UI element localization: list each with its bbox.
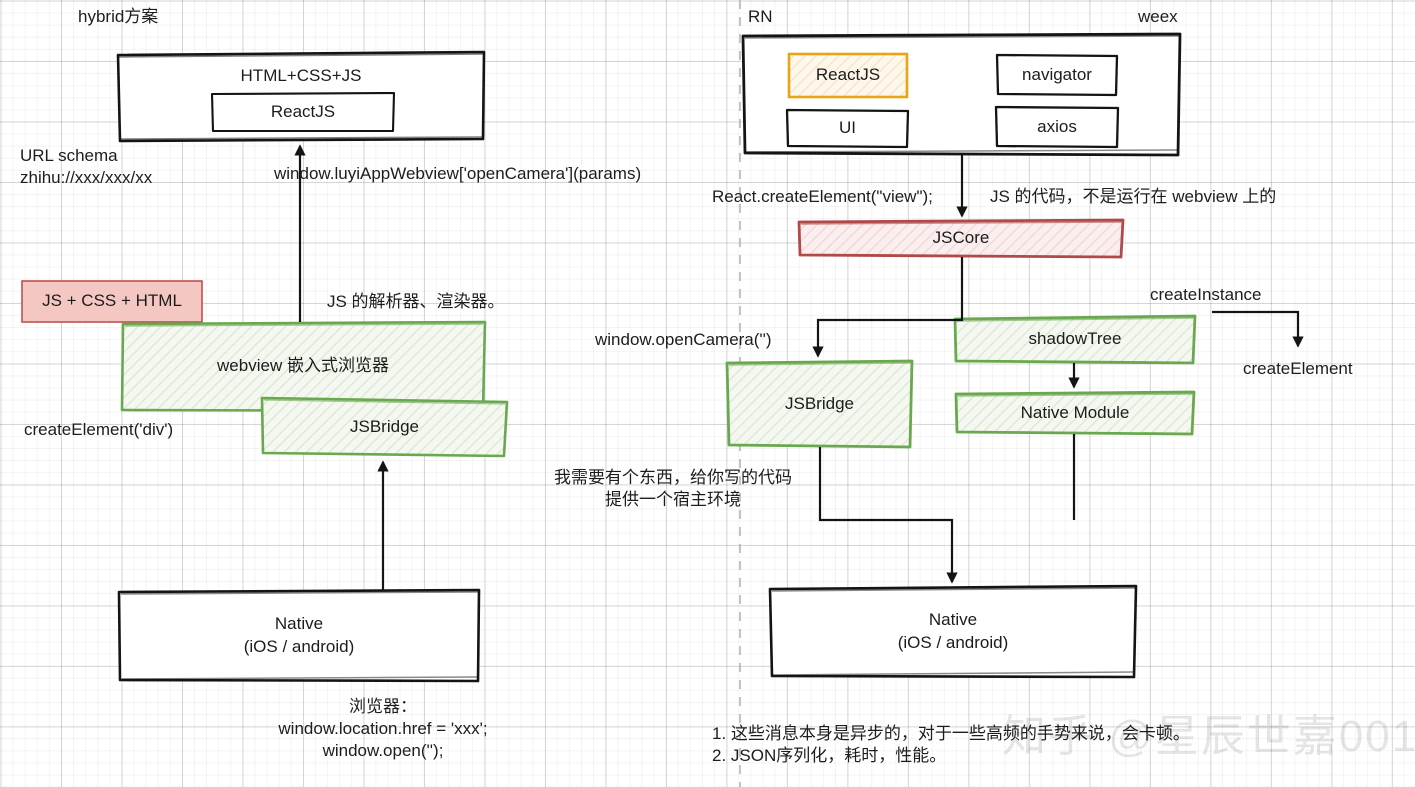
create-element-div-label: createElement('div') <box>24 420 174 439</box>
js-parser-label: JS 的解析器、渲染器。 <box>327 292 505 311</box>
create-instance-label: createInstance <box>1150 285 1262 304</box>
axios-box-label: axios <box>1037 116 1077 136</box>
shape-navigator-box <box>995 53 1119 97</box>
watermark: 知乎 @星辰世嘉001 <box>1002 712 1415 761</box>
browser-note-label: 浏览器： window.location.href = 'xxx'; windo… <box>278 697 488 760</box>
shape-jsbridge-box-right <box>725 359 914 449</box>
js-code-note-label: JS 的代码，不是运行在 webview 上的 <box>990 187 1277 206</box>
reactjs-box-label-right: ReactJS <box>815 65 881 85</box>
shape-js-css-html-tag <box>21 280 203 323</box>
shape-axios-box <box>994 105 1120 149</box>
native-box-label-right: Native (iOS / android) <box>897 610 1009 652</box>
jsbridge-box-label-left: JSBridge <box>350 416 419 436</box>
left-panel-title: hybrid方案 <box>78 7 159 26</box>
shape-webview-box <box>120 320 487 413</box>
shape-jscore-box <box>797 218 1125 259</box>
shadowtree-box-label: shadowTree <box>1028 329 1122 349</box>
host-env-note-label: 我需要有个东西，给你写的代码 提供一个宿主环境 <box>554 468 792 509</box>
native-module-box-label: Native Module <box>1020 402 1130 422</box>
shape-native-box-left <box>117 588 481 683</box>
navigator-box-label: navigator <box>1022 64 1092 84</box>
arrow-createinstance-to-createelement <box>1212 310 1304 348</box>
shape-ui-box <box>785 108 910 149</box>
jscore-box-label: JSCore <box>932 228 990 248</box>
html-css-js-box-label: HTML+CSS+JS <box>240 65 362 85</box>
create-element-label: createElement <box>1243 359 1353 378</box>
react-create-element-label: React.createElement("view"); <box>712 187 933 206</box>
weex-title-label: weex <box>1138 7 1178 26</box>
arrow-jsbridge-nativemodule-to-native <box>818 434 1076 584</box>
shape-native-module-box <box>954 390 1196 436</box>
js-css-html-tag-label: JS + CSS + HTML <box>42 291 182 311</box>
shape-jsbridge-box-left <box>260 396 509 458</box>
footnote-1-label: 1. 这些消息本身是异步的，对于一些高频的手势来说，会卡顿。 <box>712 724 1190 743</box>
arrow-jscore-to-jsbridge <box>812 257 964 358</box>
shape-rn-weex-box <box>741 32 1182 157</box>
ui-box-label: UI <box>839 118 856 138</box>
native-box-label-left: Native (iOS / android) <box>243 614 355 656</box>
url-schema-label: URL schema zhihu://xxx/xxx/xx <box>20 146 153 187</box>
bridge-call-label: window.luyiAppWebview['openCamera'](para… <box>274 164 642 183</box>
footnote-2-label: 2. JSON序列化，耗时，性能。 <box>712 746 947 765</box>
shape-reactjs-box-right <box>787 52 909 99</box>
shape-html-css-js-box <box>116 50 486 143</box>
window-open-camera-label: window.openCamera('') <box>595 330 772 349</box>
shape-shadowtree-box <box>953 314 1197 365</box>
webview-box-label: webview 嵌入式浏览器 <box>217 355 389 375</box>
jsbridge-box-label-right: JSBridge <box>785 393 854 413</box>
shape-native-box-right <box>768 584 1138 679</box>
shape-reactjs-box-left <box>210 91 396 133</box>
rn-title-label: RN <box>748 7 773 26</box>
reactjs-box-label-left: ReactJS <box>270 101 336 121</box>
